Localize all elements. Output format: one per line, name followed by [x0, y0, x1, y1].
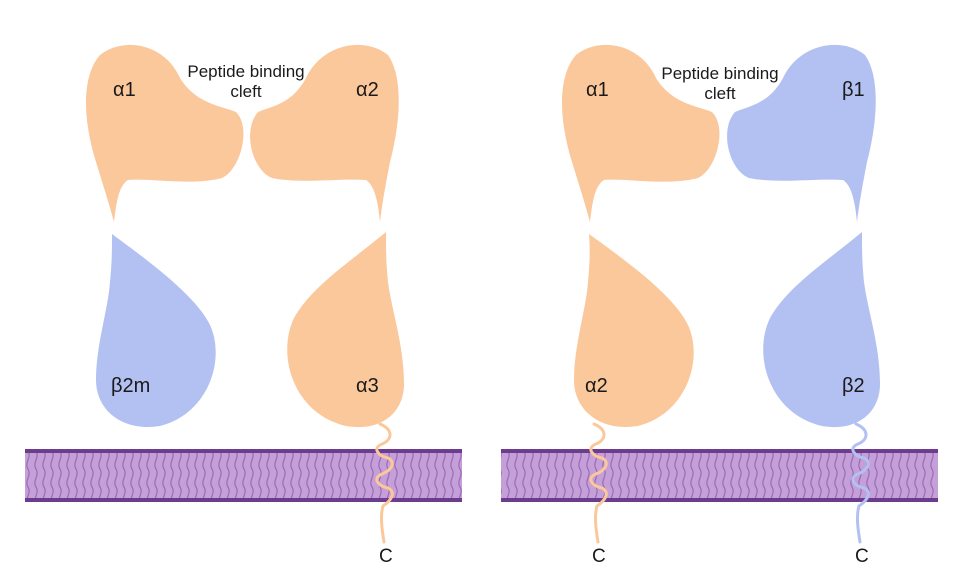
- alpha3-domain: [287, 232, 404, 428]
- beta2m-domain: [96, 234, 216, 427]
- beta2-domain: [763, 232, 880, 428]
- label-beta2: β2: [842, 375, 865, 397]
- label-cleft-line1: Peptide binding: [661, 64, 778, 83]
- mhc-class-ii: α1 β1 α2 β2 Peptide binding cleft C C: [501, 44, 938, 567]
- alpha2-domain: [574, 234, 694, 427]
- alpha1-domain: [562, 44, 720, 223]
- mhc-class-i: α1 α2 β2m α3 Peptide binding cleft C: [25, 44, 462, 567]
- label-beta2m: β2m: [111, 375, 150, 397]
- label-alpha3: α3: [356, 375, 379, 397]
- label-beta1: β1: [842, 79, 865, 101]
- label-c-terminus: C: [379, 546, 393, 567]
- alpha-chain-tail: [375, 422, 394, 544]
- label-alpha2: α2: [585, 375, 608, 397]
- cell-membrane-right: [501, 449, 938, 502]
- label-alpha1: α1: [586, 79, 609, 101]
- label-cleft-line2: cleft: [230, 82, 261, 101]
- alpha2-domain: [250, 44, 399, 222]
- label-cleft-line2: cleft: [704, 84, 735, 103]
- beta-chain-tail: [851, 422, 870, 544]
- alpha-chain-tail: [589, 422, 608, 544]
- label-alpha1: α1: [113, 79, 136, 101]
- alpha1-domain: [86, 44, 244, 223]
- label-alpha-c-terminus: C: [592, 546, 606, 567]
- beta1-domain: [727, 44, 876, 222]
- label-alpha2: α2: [356, 79, 379, 101]
- label-cleft-line1: Peptide binding: [187, 62, 304, 81]
- cell-membrane-left: [25, 449, 462, 502]
- label-beta-c-terminus: C: [855, 546, 869, 567]
